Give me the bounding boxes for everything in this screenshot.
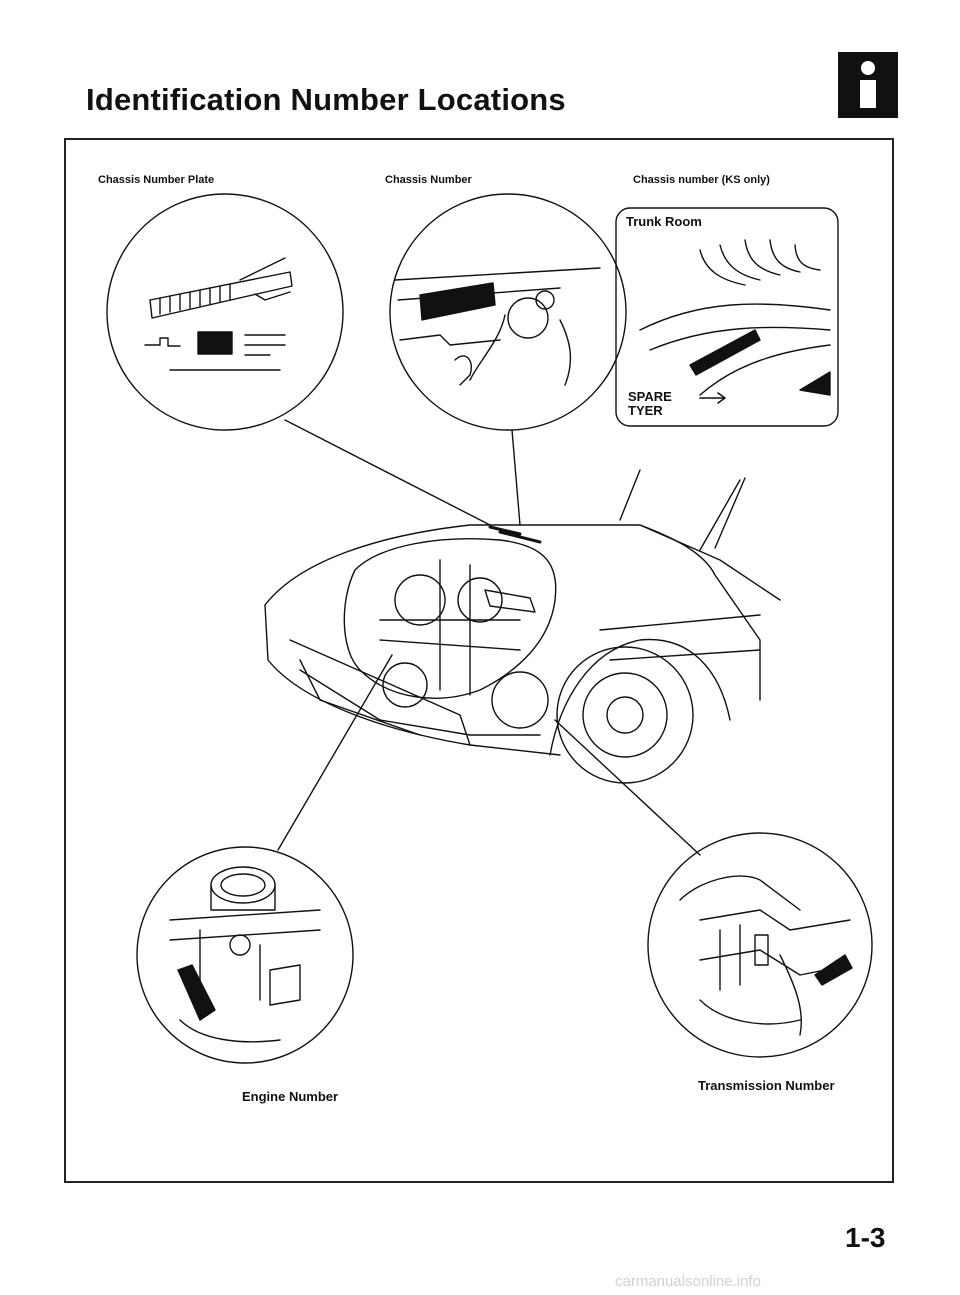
label-chassis-number: Chassis Number: [385, 174, 472, 186]
chassis-number-detail: [389, 193, 627, 431]
engine-number-detail: [136, 846, 354, 1064]
label-transmission-number: Transmission Number: [698, 1078, 835, 1093]
label-spare: SPARE: [628, 389, 672, 404]
chassis-plate-detail: [106, 193, 344, 431]
info-badge: [838, 52, 898, 118]
page-number: 1-3: [845, 1222, 886, 1253]
trunk-room-detail: [615, 207, 839, 427]
info-icon: [860, 61, 876, 108]
label-trunk-room: Trunk Room: [626, 214, 702, 229]
footer-watermark: carmanualsonline.info: [615, 1273, 761, 1290]
label-tyer: TYER: [628, 403, 663, 418]
label-engine-number: Engine Number: [242, 1089, 339, 1104]
illustration-frame: [64, 138, 894, 1183]
leader-lines: [277, 419, 701, 856]
page-title: Identification Number Locations: [86, 82, 566, 117]
transmission-number-detail: [647, 832, 873, 1058]
label-chassis-number-ks: Chassis number (KS only): [633, 174, 770, 186]
car-illustration: [264, 469, 781, 784]
label-chassis-number-plate: Chassis Number Plate: [98, 174, 215, 186]
